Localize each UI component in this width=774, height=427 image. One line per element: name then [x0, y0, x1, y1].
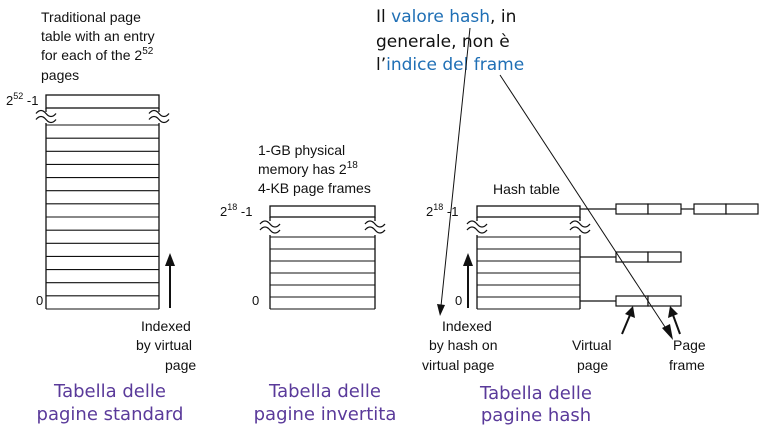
standard-desc-line1: Traditional page: [41, 9, 141, 25]
standard-caption-line1: Tabella delle: [53, 381, 166, 402]
page-frame-line1: Page: [673, 337, 706, 353]
break-mark-icon: [364, 226, 386, 234]
annotation: Il valore hash, in generale, non è l’ind…: [376, 7, 673, 340]
break-mark-icon: [148, 115, 170, 124]
hash-chains: [580, 203, 759, 307]
panel-standard: Traditional page table with an entry for…: [6, 9, 196, 425]
table-top-entry: [476, 205, 581, 218]
annotation-line1: Il valore hash, in: [376, 7, 516, 27]
inverted-top-label: 218 -1: [220, 202, 252, 219]
chain-node-frame: [725, 203, 759, 215]
break-mark-icon: [569, 226, 591, 234]
annotation-line3: l’indice del frame: [376, 55, 524, 75]
break-mark-icon: [148, 109, 170, 118]
hash-index-arrow: [463, 253, 473, 308]
hash-table: [466, 205, 591, 310]
hash-indexed-line3: virtual page: [422, 357, 495, 373]
chain-node-frame: [647, 251, 682, 263]
chain-node-frame: [647, 203, 682, 215]
virtual-page-line1: Virtual: [572, 337, 611, 353]
hash-table-title: Hash table: [493, 181, 560, 197]
chain-node-virtual: [615, 251, 649, 263]
standard-top-label: 252 -1: [6, 91, 38, 108]
standard-indexed-line1: Indexed: [141, 318, 191, 334]
virtual-page-pointer: [621, 306, 635, 335]
standard-desc-line4: pages: [41, 67, 79, 83]
hash-bottom-label: 0: [455, 293, 462, 308]
hash-top-label: 218 -1: [426, 202, 458, 219]
hash-caption-line1: Tabella delle: [479, 383, 592, 404]
standard-bottom-label: 0: [36, 293, 43, 308]
page-frame-line2: frame: [669, 357, 705, 373]
hash-indexed-line2: by hash on: [429, 337, 498, 353]
inverted-caption-line1: Tabella delle: [268, 381, 381, 402]
inverted-caption-line2: pagine invertita: [254, 404, 397, 425]
inverted-desc-line2: memory has 218: [258, 160, 358, 177]
break-mark-icon: [259, 226, 281, 234]
inverted-desc-line1: 1-GB physical: [258, 142, 345, 158]
hash-indexed-line1: Indexed: [442, 318, 492, 334]
annotation-arrow-to-frame: [499, 74, 673, 340]
panel-hash: Hash table 218 -1 0: [422, 181, 759, 426]
panel-inverted: 1-GB physical memory has 218 4-KB page f…: [220, 142, 396, 425]
table-top-entry: [45, 94, 160, 109]
table-top-entry: [269, 205, 376, 218]
inverted-desc-line3: 4-KB page frames: [258, 180, 371, 196]
break-mark-icon: [35, 109, 57, 118]
standard-desc-line3: for each of the 252: [41, 46, 154, 63]
chain-node-virtual: [615, 203, 649, 215]
chain-node-virtual: [693, 203, 727, 215]
standard-caption-line2: pagine standard: [37, 404, 184, 425]
chain-node-virtual: [615, 295, 649, 307]
break-mark-icon: [569, 220, 591, 228]
break-mark-icon: [35, 115, 57, 124]
chain-node-frame: [647, 295, 682, 307]
annotation-line2: generale, non è: [376, 32, 510, 52]
break-mark-icon: [466, 226, 488, 234]
inverted-page-table: [259, 205, 386, 310]
standard-index-arrow: [165, 253, 175, 308]
standard-desc-line2: table with an entry: [41, 28, 155, 44]
annotation-arrow-to-index: [437, 27, 471, 316]
standard-page-table: [35, 94, 170, 310]
break-mark-icon: [259, 220, 281, 228]
virtual-page-line2: page: [577, 357, 608, 373]
standard-indexed-line2: by virtual: [136, 337, 192, 353]
standard-indexed-line3: page: [165, 357, 196, 373]
page-frame-pointer: [668, 306, 681, 335]
inverted-bottom-label: 0: [252, 293, 259, 308]
break-mark-icon: [364, 220, 386, 228]
break-mark-icon: [466, 220, 488, 228]
hash-caption-line2: pagine hash: [481, 405, 591, 426]
